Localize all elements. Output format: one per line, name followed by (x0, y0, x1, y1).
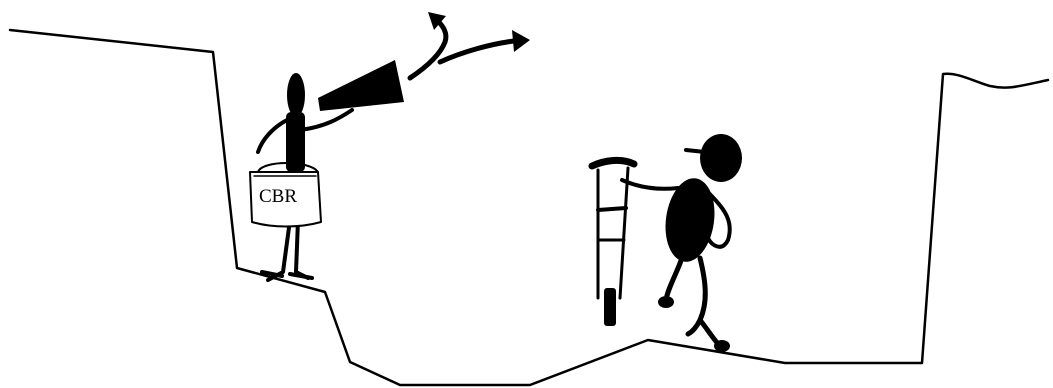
sound-arrows-icon (407, 12, 530, 81)
person-with-crutch-figure (620, 134, 742, 352)
bag-strap (257, 162, 319, 173)
cbr-worker-figure (256, 60, 404, 282)
terrain-outline (8, 28, 1050, 387)
cbr-bag: CBR (249, 162, 322, 228)
megaphone-icon (318, 60, 404, 111)
crutch-icon (588, 156, 638, 326)
bag-label: CBR (259, 186, 297, 207)
